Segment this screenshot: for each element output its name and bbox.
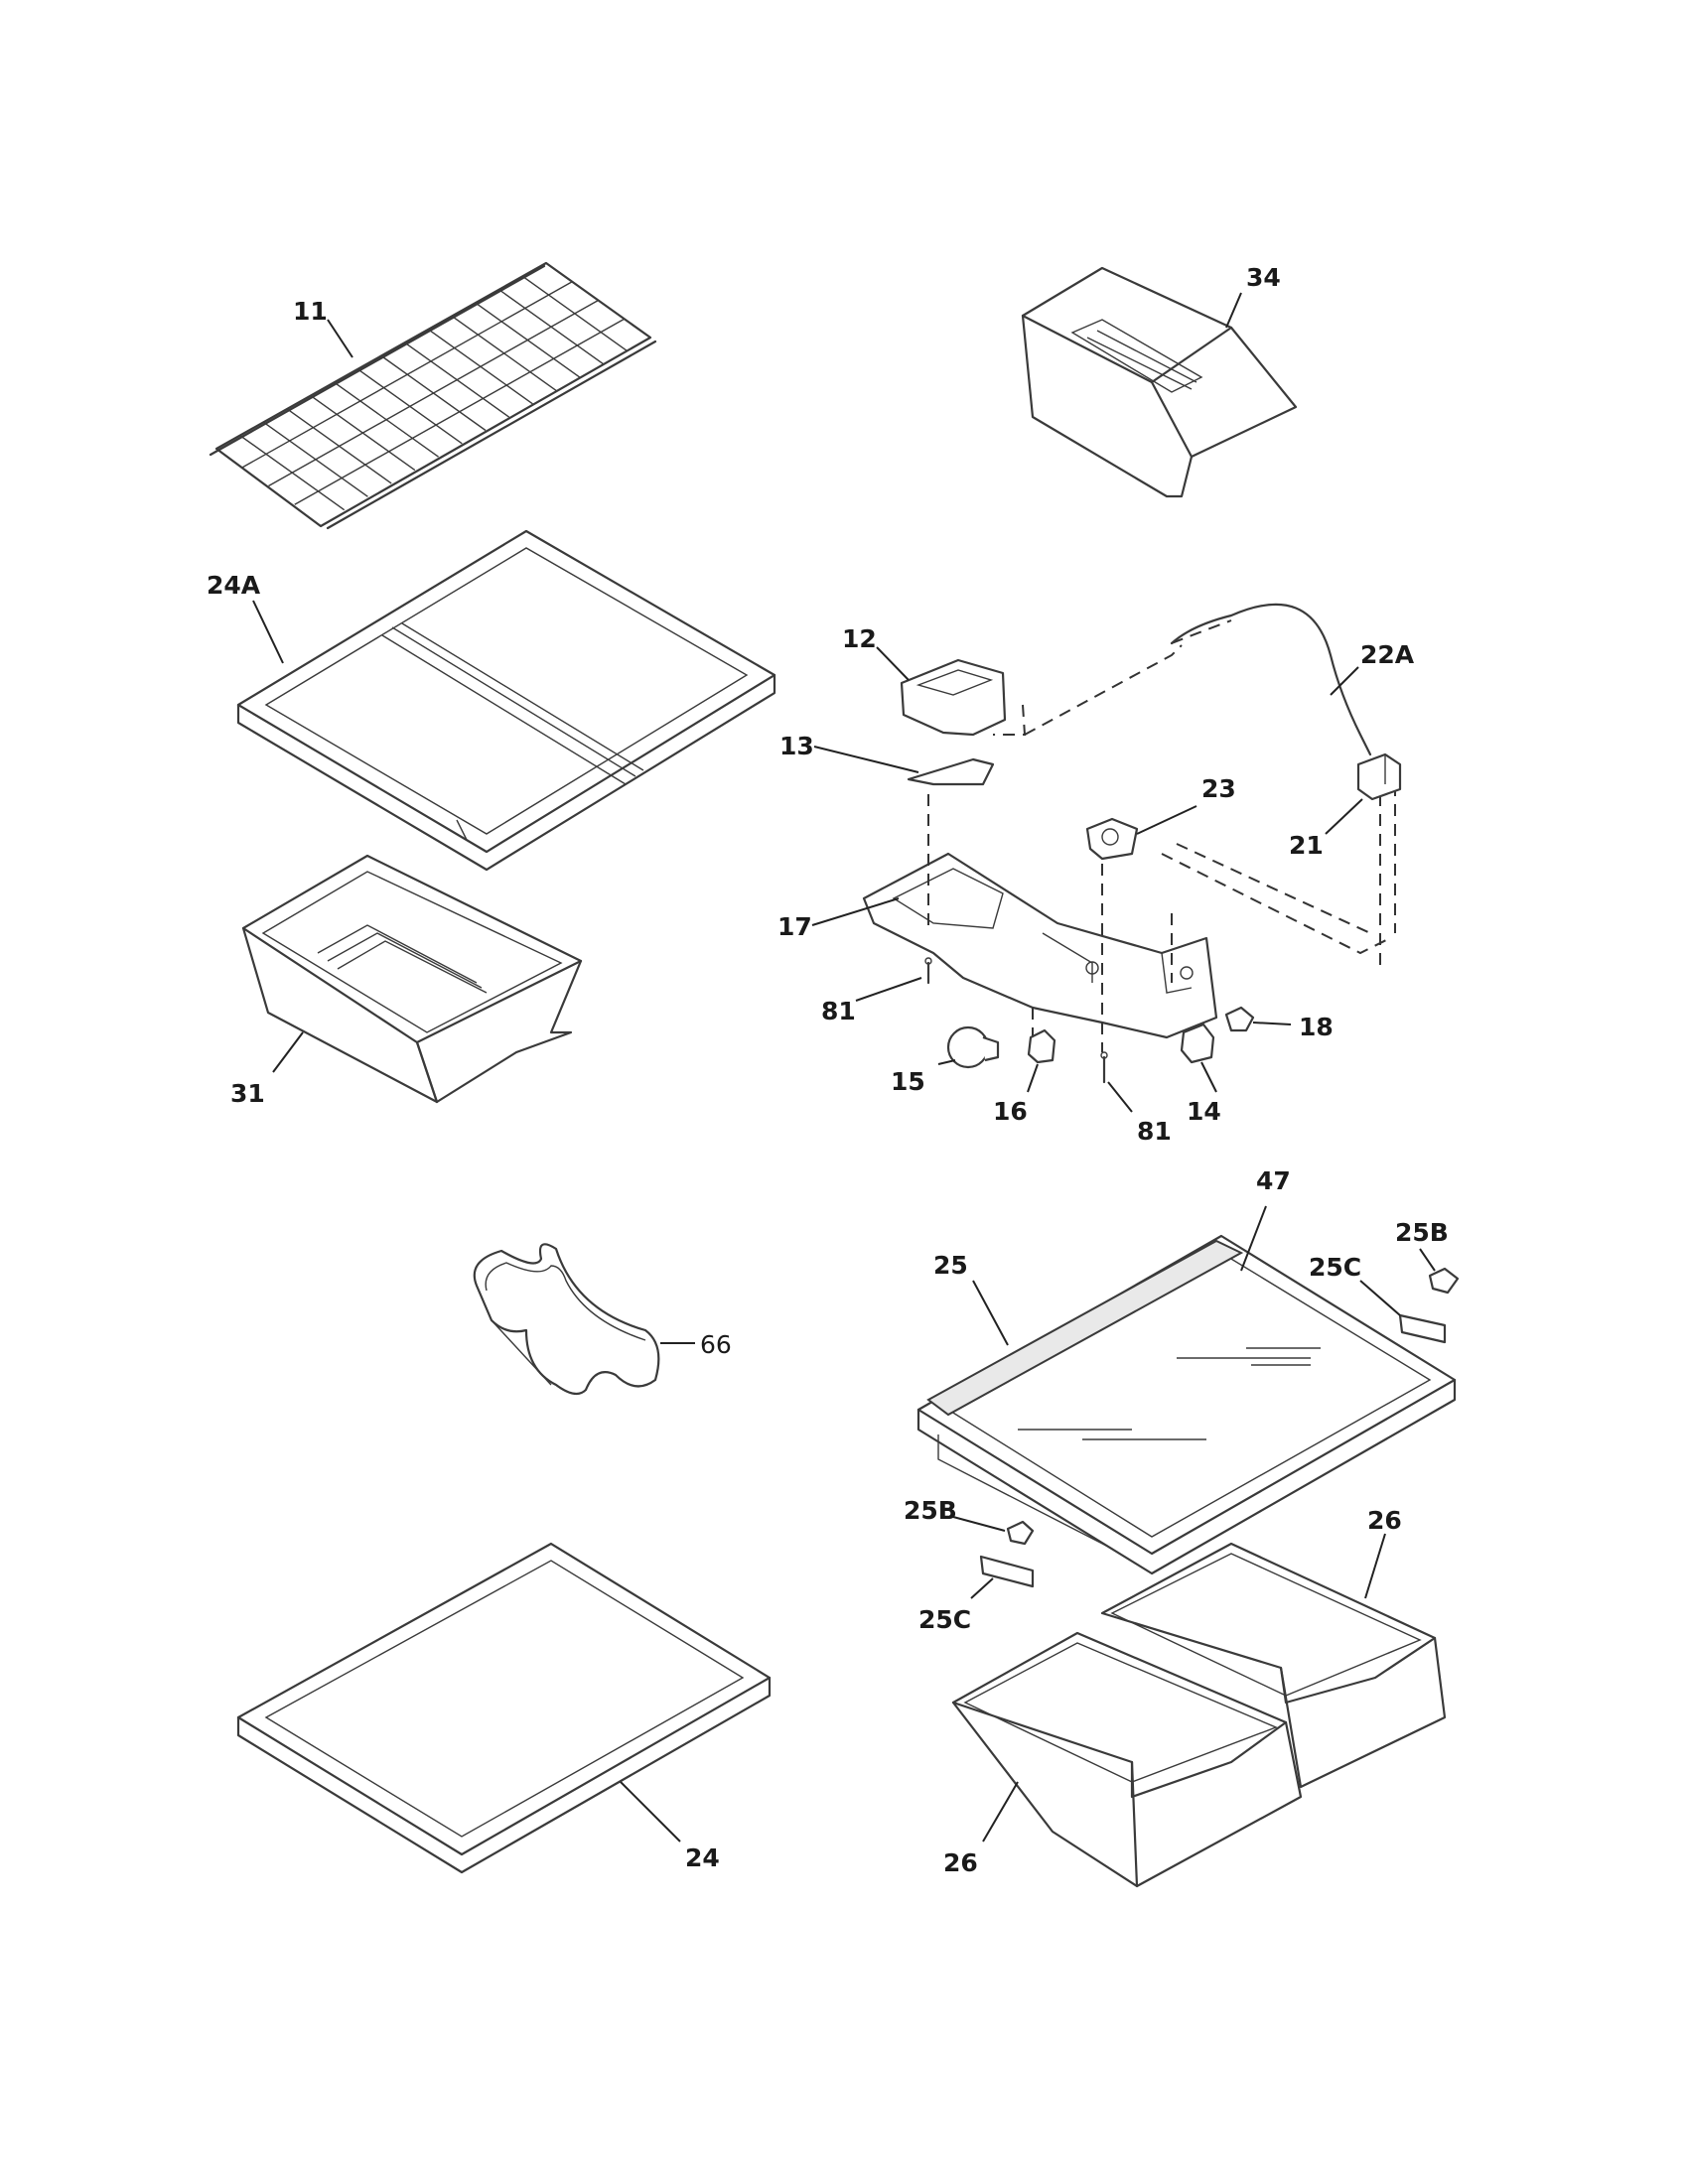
crisper-drawer (241, 854, 583, 1104)
callout-17: 17 (777, 912, 812, 941)
callout-25: 25 (933, 1251, 968, 1280)
callout-34: 34 (1246, 263, 1281, 292)
callout-24A: 24A (207, 571, 261, 600)
callout-13: 13 (779, 732, 814, 760)
slide-rail-top (1398, 1313, 1447, 1344)
control-knob (1224, 1006, 1255, 1032)
door-switch (1180, 1023, 1215, 1064)
callout-25B-top: 25B (1395, 1218, 1449, 1247)
wire-crossbar (268, 299, 599, 487)
lamp-socket (1027, 1028, 1056, 1064)
screw-lower (1100, 1051, 1108, 1084)
callout-12: 12 (842, 624, 877, 653)
callout-14: 14 (1187, 1097, 1221, 1126)
screw-upper (924, 957, 932, 985)
callout-22A: 22A (1360, 640, 1415, 669)
wine-rack (473, 1243, 660, 1396)
callout-66: 66 (700, 1330, 732, 1359)
callout-11: 11 (293, 297, 328, 326)
wire-crossbar (294, 318, 626, 505)
thermostat-control (1085, 817, 1139, 861)
glass-shelf (236, 1542, 772, 1874)
air-diffuser (900, 658, 1007, 737)
retainer-clip-bottom (1006, 1520, 1035, 1546)
callout-25B-bottom: 25B (904, 1496, 957, 1525)
light-bulb (946, 1025, 1000, 1069)
callout-81-upper: 81 (821, 997, 856, 1025)
callout-23: 23 (1201, 774, 1236, 803)
callout-26-bottom: 26 (943, 1848, 978, 1877)
split-glass-shelf (236, 529, 776, 872)
callout-25C-bottom: 25C (918, 1605, 971, 1634)
callout-24: 24 (685, 1843, 720, 1872)
slide-rail-bottom (979, 1555, 1035, 1588)
callout-25C-top: 25C (1309, 1253, 1361, 1282)
connector (1356, 752, 1402, 801)
callout-81-lower: 81 (1137, 1117, 1172, 1146)
crisper-drawer-right (1100, 1542, 1447, 1789)
callout-21: 21 (1289, 831, 1324, 860)
callout-47: 47 (1256, 1166, 1291, 1195)
wire-shelf (209, 261, 657, 530)
callout-26-top: 26 (1367, 1506, 1402, 1535)
callout-31: 31 (230, 1079, 265, 1108)
callout-18: 18 (1299, 1013, 1334, 1041)
callout-16: 16 (993, 1097, 1028, 1126)
crisper-cover (916, 1234, 1457, 1575)
wire-crossbar (241, 281, 573, 469)
wire-harness (1170, 603, 1372, 756)
damper-flap (907, 757, 995, 786)
door-bin (1021, 266, 1298, 498)
crisper-drawer-left (951, 1631, 1303, 1888)
callout-15: 15 (891, 1067, 925, 1096)
retainer-clip-top (1428, 1267, 1460, 1295)
light-housing-assembly (862, 852, 1218, 1039)
